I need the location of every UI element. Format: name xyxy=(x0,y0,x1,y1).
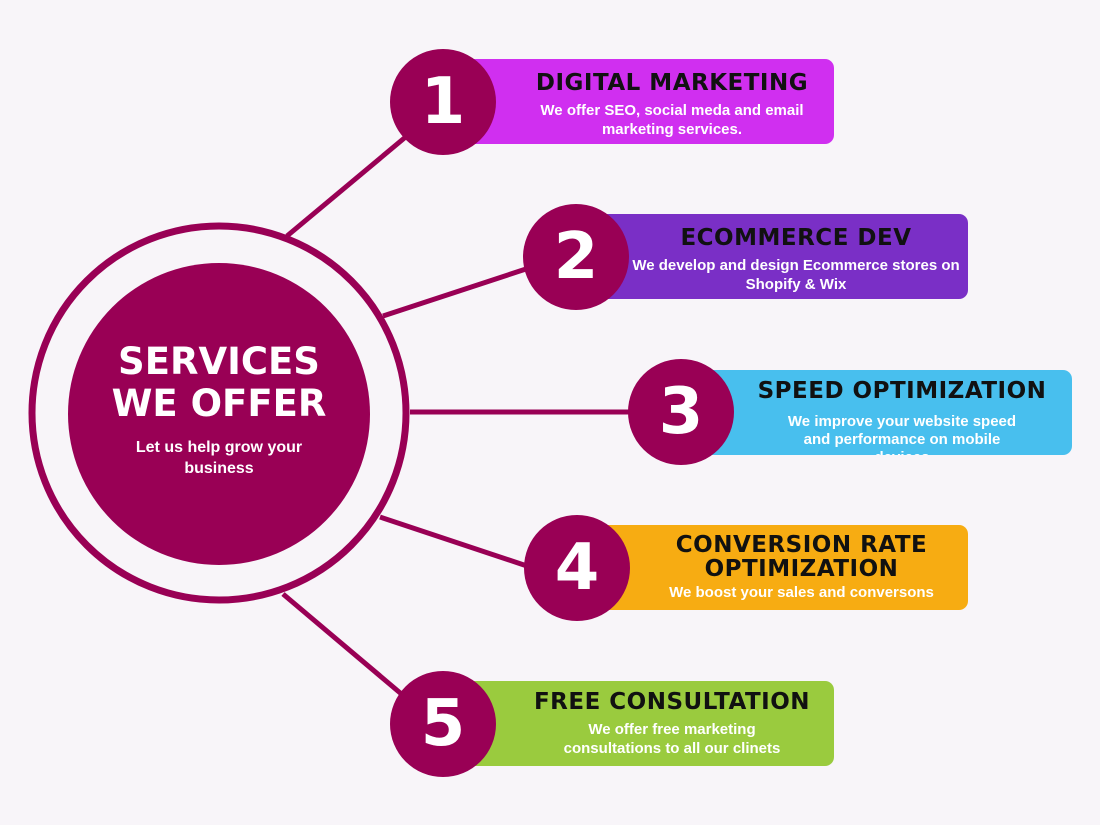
service-title: ECOMMERCE DEV xyxy=(680,225,912,251)
center-circle: SERVICES WE OFFER Let us help grow your … xyxy=(68,263,370,565)
service-description: We improve your website speed and perfor… xyxy=(787,413,1017,455)
center-subtitle: Let us help grow your business xyxy=(135,439,303,477)
service-description: We offer SEO, social meda and email mark… xyxy=(540,102,804,138)
service-title: CONVERSION RATE OPTIMIZATION xyxy=(675,532,928,582)
connector-4 xyxy=(379,514,528,569)
service-description: We offer free marketing consultations to… xyxy=(563,721,781,757)
service-card-2: ECOMMERCE DEV We develop and design Ecom… xyxy=(590,214,968,299)
service-title: DIGITAL MARKETING xyxy=(535,70,809,96)
service-card-3: SPEED OPTIMIZATION We improve your websi… xyxy=(700,370,1072,455)
service-card-5: FREE CONSULTATION We offer free marketin… xyxy=(452,681,834,766)
service-number-3: 3 xyxy=(628,359,734,465)
service-card-4: CONVERSION RATE OPTIMIZATION We boost yo… xyxy=(595,525,968,610)
service-number-2: 2 xyxy=(523,204,629,310)
connector-2 xyxy=(382,265,530,319)
service-description: We boost your sales and conversons xyxy=(669,584,934,601)
service-number-4: 4 xyxy=(524,515,630,621)
service-card-1: DIGITAL MARKETING We offer SEO, social m… xyxy=(452,59,834,144)
connector-1 xyxy=(285,133,410,238)
center-title: SERVICES WE OFFER xyxy=(111,340,327,425)
service-title: SPEED OPTIMIZATION xyxy=(757,378,1047,404)
outer-ring xyxy=(28,222,410,604)
service-number-1: 1 xyxy=(390,49,496,155)
service-description: We develop and design Ecommerce stores o… xyxy=(632,257,960,293)
service-title: FREE CONSULTATION xyxy=(533,689,811,715)
connector-5 xyxy=(281,592,407,699)
service-number-5: 5 xyxy=(390,671,496,777)
